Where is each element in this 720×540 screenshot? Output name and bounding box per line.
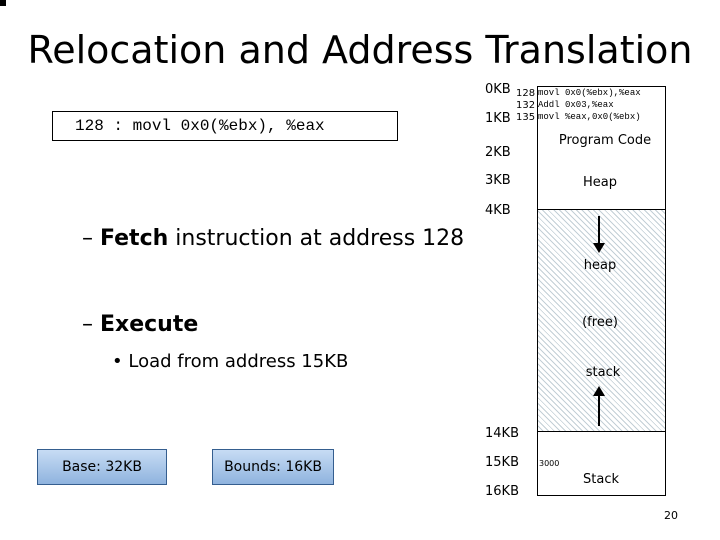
code-line-2: Addl 0x03,%eax xyxy=(538,100,614,110)
fetch-keyword: Fetch xyxy=(100,226,169,251)
code-line-3: movl %eax,0x0(%ebx) xyxy=(538,112,641,122)
heap-growth-label: heap xyxy=(583,258,617,273)
code-line-1: movl 0x0(%ebx),%eax xyxy=(538,88,641,98)
page-number: 20 xyxy=(664,509,678,522)
addr-0kb: 0KB xyxy=(485,82,511,97)
arrow-up-icon xyxy=(593,386,605,426)
boundary-4kb xyxy=(537,209,666,210)
boundary-14kb xyxy=(537,431,666,432)
addr-4kb: 4KB xyxy=(485,203,511,218)
fetch-dash: – xyxy=(82,226,93,251)
growth-arrows xyxy=(593,216,605,426)
load-text: Load from address 15KB xyxy=(128,351,349,372)
addr-15kb: 15KB xyxy=(485,455,519,470)
code-addr-135: 135 xyxy=(516,112,536,123)
addr-3kb: 3KB xyxy=(485,173,511,188)
addr-14kb: 14KB xyxy=(485,426,519,441)
fetch-bullet: – Fetch instruction at address 128 xyxy=(82,226,464,251)
address-space-box xyxy=(537,86,666,496)
fetch-text: instruction at address 128 xyxy=(168,226,465,251)
heap-label: Heap xyxy=(583,175,617,190)
execute-dash: – xyxy=(82,312,93,337)
code-addr-132: 132 xyxy=(516,100,536,111)
stack-label: Stack xyxy=(583,472,619,487)
bounds-register: Bounds: 16KB xyxy=(212,449,334,485)
program-code-label: Program Code xyxy=(558,133,652,148)
addr-2kb: 2KB xyxy=(485,145,511,160)
load-bullet: • Load from address 15KB xyxy=(112,351,348,372)
code-addr-128: 128 xyxy=(516,88,536,99)
instruction-box: 128 : movl 0x0(%ebx), %eax xyxy=(52,111,398,141)
execute-keyword: Execute xyxy=(100,312,199,337)
addr-1kb: 1KB xyxy=(485,111,511,126)
base-register: Base: 32KB xyxy=(37,449,167,485)
execute-bullet: – Execute xyxy=(82,312,198,337)
stack-value: 3000 xyxy=(539,459,560,468)
free-label: (free) xyxy=(582,315,618,330)
load-dot: • xyxy=(112,351,123,372)
stack-growth-label: stack xyxy=(585,365,621,380)
addr-16kb: 16KB xyxy=(485,484,519,499)
arrow-down-icon xyxy=(593,216,605,253)
corner-mark xyxy=(0,0,6,6)
slide-title: Relocation and Address Translation xyxy=(27,28,693,72)
